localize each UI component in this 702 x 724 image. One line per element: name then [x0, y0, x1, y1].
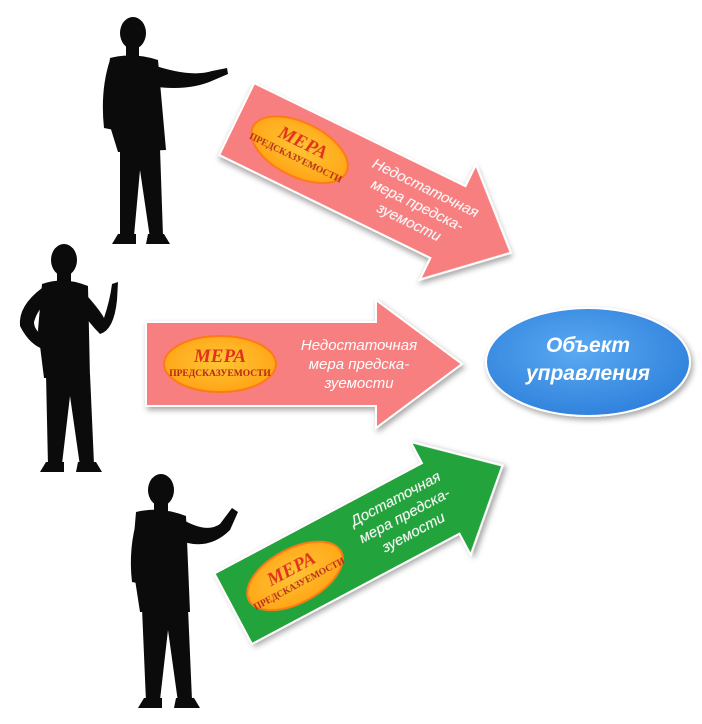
person-top-silhouette	[102, 17, 228, 244]
badge-middle: МЕРА ПРЕДСКАЗУЕМОСТИ	[163, 335, 277, 393]
arrow-middle-line2: мера предска-	[309, 356, 409, 373]
target-label-line2: управления	[525, 362, 650, 385]
arrow-insufficient-middle: МЕРА ПРЕДСКАЗУЕМОСТИ Недостаточная мера …	[145, 298, 464, 430]
target-label-line1: Объект	[546, 334, 630, 357]
badge-middle-subtitle: ПРЕДСКАЗУЕМОСТИ	[169, 369, 271, 379]
person-bottom-silhouette	[130, 474, 238, 708]
arrow-insufficient-top: МЕРА ПРЕДСКАЗУЕМОСТИ Недостаточная мера …	[217, 81, 513, 282]
arrow-middle-line3: зуемости	[323, 375, 394, 392]
arrow-sufficient-bottom: МЕРА ПРЕДСКАЗУЕМОСТИ Достаточная мера пр…	[213, 440, 504, 646]
target-oval	[485, 307, 691, 417]
target-object: Объект управления	[485, 307, 691, 417]
arrow-middle-shape	[145, 298, 464, 430]
arrow-middle-line1: Недостаточная	[301, 337, 417, 354]
badge-middle-title: МЕРА	[193, 346, 246, 367]
person-middle-silhouette	[19, 244, 118, 472]
